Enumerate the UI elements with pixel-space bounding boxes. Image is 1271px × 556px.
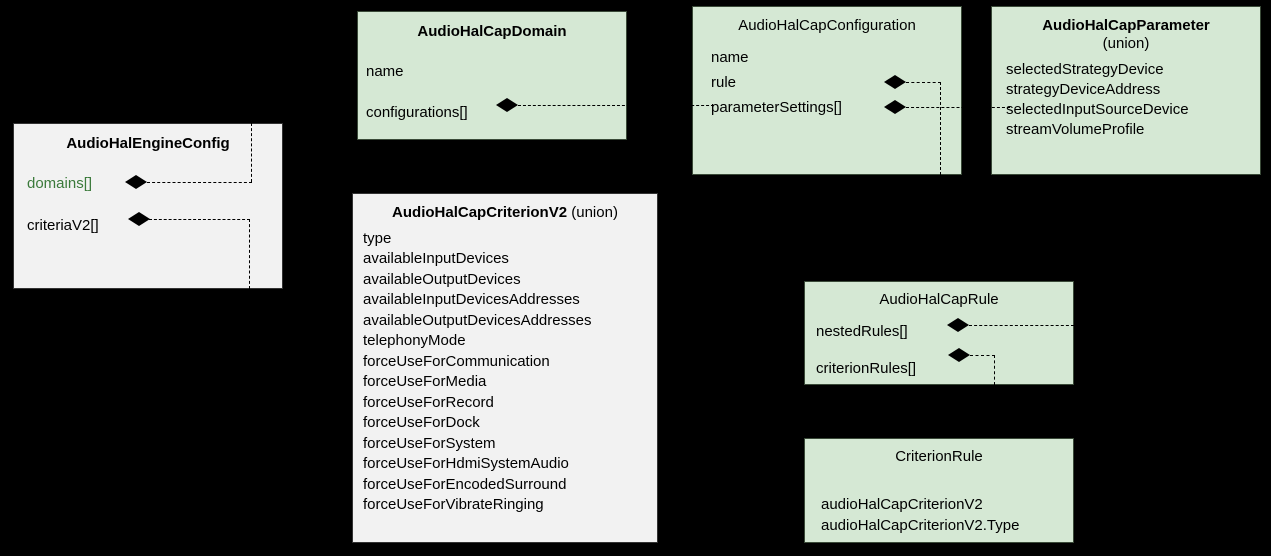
attr-telephony-mode[interactable]: telephonyMode [363,332,466,350]
attr-criterion-rules[interactable]: criterionRules[] [816,359,917,377]
composition-diamond-criteriav2 [128,212,150,226]
connector-criteriav2-vertical [249,219,250,289]
attr-criteriav2[interactable]: criteriaV2[] [27,216,99,234]
connector-parameter-settings-horizontal [906,107,1010,108]
class-title-audio-hal-cap-rule: AudioHalCapRule [879,291,999,308]
attr-available-input-devices-addresses[interactable]: availableInputDevicesAddresses [363,291,580,309]
attr-name[interactable]: name [366,62,404,80]
attr-configurations[interactable]: configurations[] [366,103,468,121]
attr-domains[interactable]: domains[] [27,174,93,192]
class-title-audio-hal-engine-config: AudioHalEngineConfig [66,135,230,152]
connector-criteriav2-horizontal [149,219,250,220]
composition-diamond-configurations [496,98,518,112]
attr-list-criterion-rule: audioHalCapCriterionV2 audioHalCapCriter… [805,494,1073,536]
attr-list-audio-hal-cap-parameter: selectedStrategyDevice strategyDeviceAdd… [992,60,1260,140]
connector-configurations-horizontal [518,105,714,106]
attr-available-output-devices[interactable]: availableOutputDevices [363,270,521,288]
connector-nested-rules-horizontal [969,325,1074,326]
attr-list-audio-hal-cap-rule: nestedRules[] criterionRules[] [805,324,1073,376]
class-title-audio-hal-cap-domain: AudioHalCapDomain [417,23,567,40]
composition-diamond-criterion-rules [948,348,970,362]
connector-domains-vertical [251,123,252,182]
attr-force-use-for-vibrate-ringing[interactable]: forceUseForVibrateRinging [363,496,544,514]
attr-list-audio-hal-cap-criterion-v2: type availableInputDevices availableOutp… [353,229,657,516]
class-title-audio-hal-cap-parameter: AudioHalCapParameter [1042,17,1210,34]
class-title-audio-hal-cap-criterion-v2: AudioHalCapCriterionV2 (union) [353,204,657,223]
attr-strategy-device-address[interactable]: strategyDeviceAddress [1006,81,1161,98]
attr-stream-volume-profile[interactable]: streamVolumeProfile [1006,121,1145,138]
class-box-audio-hal-cap-configuration[interactable]: AudioHalCapConfiguration name rule param… [692,6,962,175]
attr-audio-hal-cap-criterion-v2[interactable]: audioHalCapCriterionV2 [821,495,983,513]
class-title-audio-hal-cap-configuration: AudioHalCapConfiguration [738,17,916,34]
class-box-audio-hal-cap-criterion-v2[interactable]: AudioHalCapCriterionV2 (union) type avai… [352,193,658,543]
class-title-text: AudioHalCapCriterionV2 [392,204,568,221]
attr-selected-strategy-device[interactable]: selectedStrategyDevice [1006,61,1164,78]
composition-diamond-rule [884,75,906,89]
attr-list-audio-hal-cap-configuration: name rule parameterSettings[] [693,50,961,115]
attr-force-use-for-hdmi-system-audio[interactable]: forceUseForHdmiSystemAudio [363,455,569,473]
composition-diamond-parameter-settings [884,100,906,114]
class-box-audio-hal-engine-config[interactable]: AudioHalEngineConfig domains[] criteriaV… [13,123,283,289]
connector-rule-horizontal [906,82,941,83]
attr-selected-input-source-device[interactable]: selectedInputSourceDevice [1006,101,1189,118]
attr-type[interactable]: type [363,229,392,247]
attr-available-input-devices[interactable]: availableInputDevices [363,250,509,268]
attr-parameter-settings[interactable]: parameterSettings[] [711,98,842,116]
composition-diamond-domains [125,175,147,189]
class-box-audio-hal-cap-rule[interactable]: AudioHalCapRule nestedRules[] criterionR… [804,281,1074,385]
attr-audio-hal-cap-criterion-v2-type[interactable]: audioHalCapCriterionV2.Type [821,516,1020,534]
attr-force-use-for-encoded-surround[interactable]: forceUseForEncodedSurround [363,475,567,493]
attr-force-use-for-system[interactable]: forceUseForSystem [363,434,496,452]
attr-available-output-devices-addresses[interactable]: availableOutputDevicesAddresses [363,311,592,329]
connector-criterion-rules-vertical [994,355,995,385]
attr-force-use-for-dock[interactable]: forceUseForDock [363,414,480,432]
composition-diamond-nested-rules [947,318,969,332]
attr-force-use-for-media[interactable]: forceUseForMedia [363,373,487,391]
class-box-criterion-rule[interactable]: CriterionRule audioHalCapCriterionV2 aud… [804,438,1074,543]
class-box-audio-hal-cap-domain[interactable]: AudioHalCapDomain name configurations[] [357,11,627,140]
attr-rule[interactable]: rule [711,73,737,91]
connector-rule-vertical [940,82,941,175]
attr-force-use-for-record[interactable]: forceUseForRecord [363,393,494,411]
attr-nested-rules[interactable]: nestedRules[] [816,322,908,340]
class-title-criterion-rule: CriterionRule [895,448,983,465]
class-subtitle-union: (union) [571,204,618,221]
class-box-audio-hal-cap-parameter[interactable]: AudioHalCapParameter (union) selectedStr… [991,6,1261,175]
attr-list-audio-hal-cap-domain: name configurations[] [358,64,626,120]
attr-force-use-for-communication[interactable]: forceUseForCommunication [363,352,550,370]
connector-domains-horizontal [147,182,252,183]
attr-list-audio-hal-engine-config: domains[] criteriaV2[] [14,176,282,233]
class-subtitle-audio-hal-cap-parameter: (union) [1102,35,1150,53]
connector-criterion-rules-horizontal [970,355,995,356]
attr-name[interactable]: name [711,48,749,66]
